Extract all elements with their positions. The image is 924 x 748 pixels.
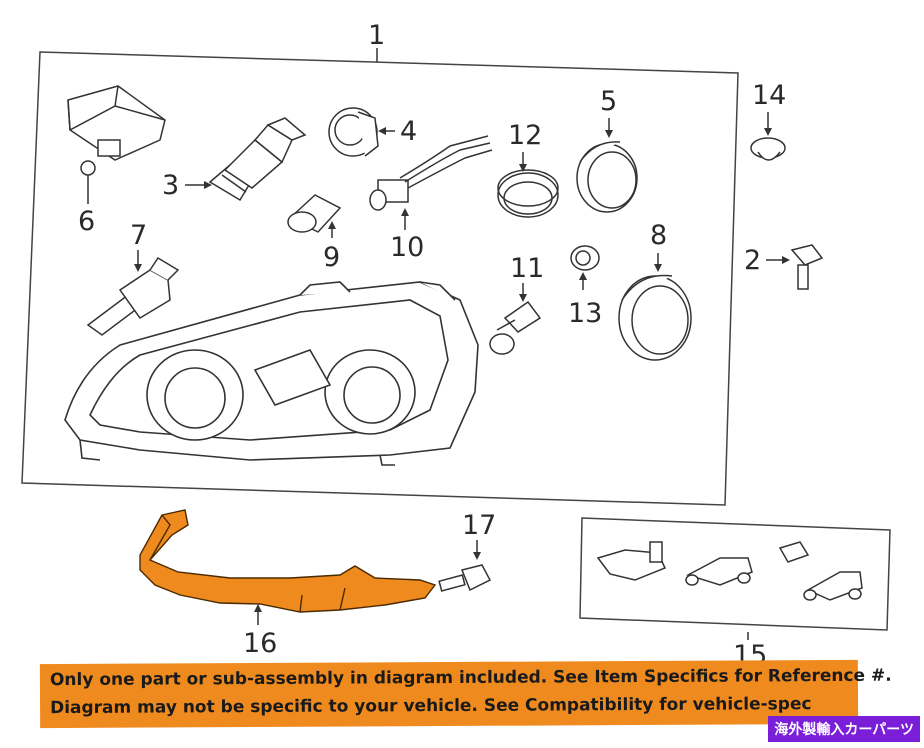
callout-12: 12: [508, 120, 543, 151]
arrow-14: [764, 128, 772, 136]
arrow-17: [473, 552, 481, 560]
callout-13: 13: [568, 298, 603, 329]
headlamp-assembly-frame: [21, 51, 739, 506]
part-10-socket-harness: [369, 135, 493, 211]
callout-1: 1: [368, 20, 386, 51]
disclaimer-line-2: Diagram may not be specific to your vehi…: [50, 694, 812, 719]
part-13-grommet: [570, 245, 600, 271]
arrow-7: [134, 264, 142, 272]
callout-5: 5: [600, 86, 618, 117]
callout-9: 9: [323, 242, 341, 273]
part-5-cap: [576, 141, 638, 213]
arrow-5: [605, 130, 613, 138]
disclaimer-line-1: Only one part or sub-assembly in diagram…: [49, 665, 892, 691]
part-11-bulb: [489, 300, 542, 355]
headlamp-housing: [64, 281, 479, 466]
callout-14: 14: [752, 80, 787, 111]
part-2-bolt: [790, 244, 824, 290]
callout-8: 8: [650, 220, 668, 251]
part-4-socket-ring: [328, 107, 379, 157]
callout-10: 10: [390, 232, 425, 263]
callout-17: 17: [462, 510, 497, 541]
arrow-11: [519, 294, 527, 302]
arrow-8: [654, 264, 662, 272]
arrow-12: [519, 164, 527, 172]
arrow-4: [378, 127, 386, 135]
part-9-wedge-bulb: [287, 194, 342, 233]
arrow-9: [328, 221, 336, 229]
part-3-h7-bulb: [208, 117, 307, 202]
watermark-label: 海外製輸入カーパーツ: [768, 716, 920, 742]
callout-11: 11: [510, 253, 545, 284]
part-7-bulb: [86, 256, 180, 336]
part-6-leveling-motor: [67, 85, 166, 198]
part-16-mounting-bracket: [139, 509, 437, 613]
arrow-3: [204, 181, 212, 189]
callout-16: 16: [243, 628, 278, 659]
callout-3: 3: [162, 170, 180, 201]
bracket-kit-frame: [579, 517, 891, 631]
arrow-13: [579, 272, 587, 280]
arrow-2: [782, 256, 790, 264]
callout-2: 2: [744, 245, 762, 276]
callout-4: 4: [400, 116, 418, 147]
disclaimer-banner: Only one part or sub-assembly in diagram…: [39, 659, 892, 729]
part-17-bolt: [438, 564, 492, 592]
part-15-bracket-kit: [596, 541, 863, 601]
callout-6: 6: [78, 206, 96, 237]
part-12-seal-ring: [497, 169, 559, 218]
arrow-16: [254, 604, 262, 612]
callout-7: 7: [130, 220, 148, 251]
arrow-10: [401, 208, 409, 216]
part-8-large-cap: [618, 274, 692, 361]
part-14-clip: [750, 137, 786, 161]
